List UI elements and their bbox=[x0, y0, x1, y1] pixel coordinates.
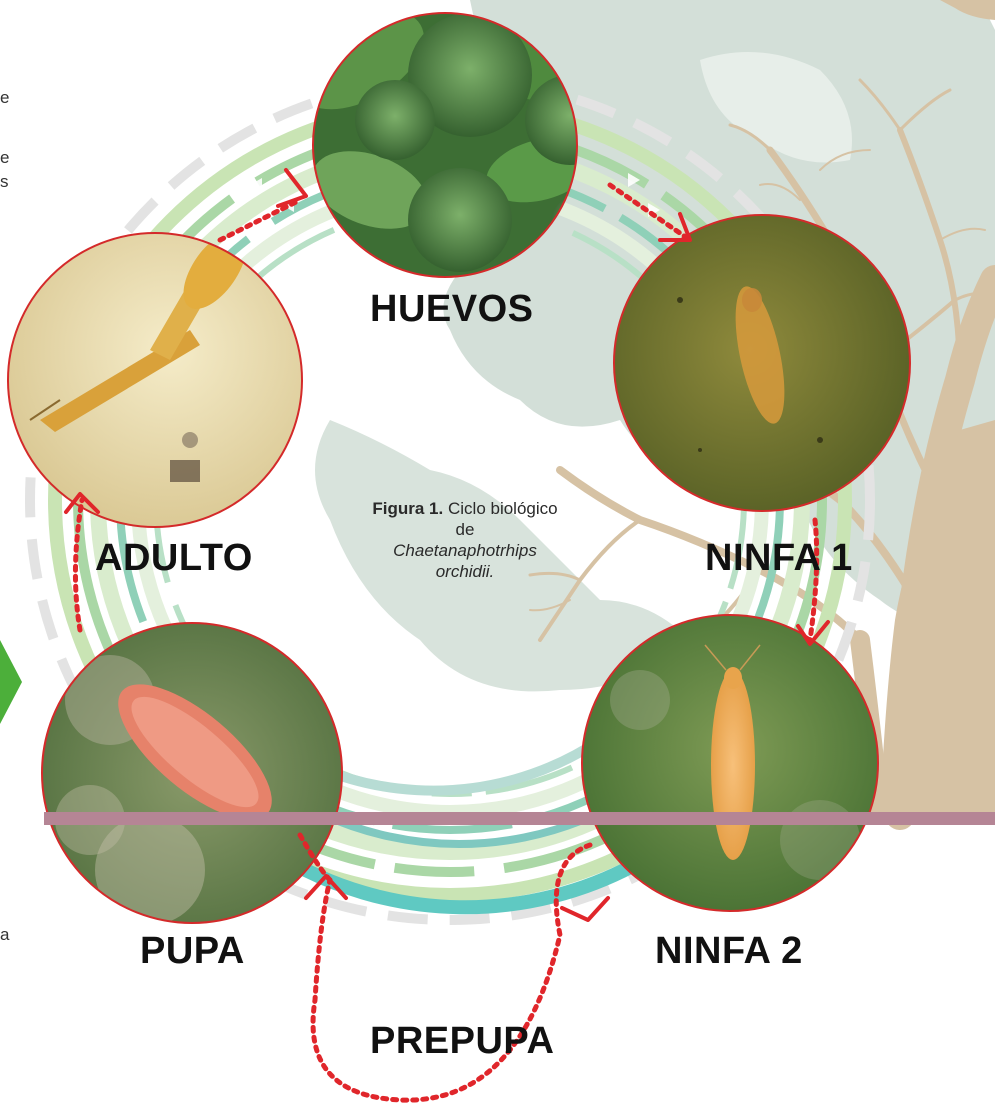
edge-text-fragment: e bbox=[0, 88, 9, 108]
green-triangle-marker bbox=[0, 640, 22, 724]
caption-bold: Figura 1. bbox=[372, 499, 443, 518]
label-adulto: ADULTO bbox=[95, 537, 253, 580]
label-pupa: PUPA bbox=[140, 930, 245, 973]
caption-plain: Ciclo biológico de bbox=[448, 499, 558, 539]
divider-bar bbox=[44, 812, 995, 825]
figure-caption: Figura 1. Ciclo biológico de Chaetanapho… bbox=[365, 498, 565, 582]
label-ninfa-1: NINFA 1 bbox=[705, 537, 853, 580]
label-ninfa-2: NINFA 2 bbox=[655, 930, 803, 973]
edge-text-fragment: s bbox=[0, 172, 9, 192]
label-prepupa: PREPUPA bbox=[370, 1020, 554, 1063]
caption-italic: Chaetanaphotrhips orchidii. bbox=[393, 541, 537, 581]
edge-text-fragment: a bbox=[0, 925, 9, 945]
label-huevos: HUEVOS bbox=[370, 288, 533, 331]
edge-text-fragment: e bbox=[0, 148, 9, 168]
